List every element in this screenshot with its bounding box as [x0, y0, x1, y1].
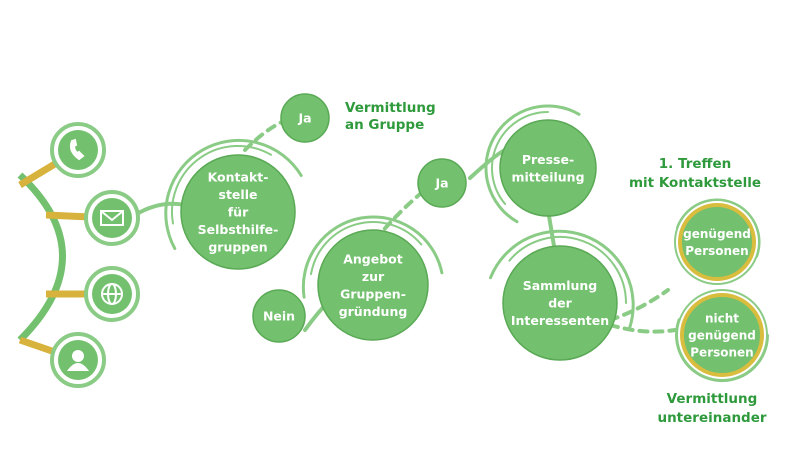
node-disc: [280, 93, 330, 143]
node-label-line: Interessenten: [511, 313, 609, 328]
node-pressemitteilung[interactable]: Presse-mitteilung: [499, 119, 597, 217]
decorative-ring: [491, 111, 549, 205]
node-ja-top[interactable]: Ja: [280, 93, 330, 143]
label-line: Vermittlung: [667, 391, 758, 407]
node-label-line: Kontakt-: [208, 170, 269, 185]
decorative-ring: [301, 215, 444, 299]
node-disc: [678, 203, 756, 281]
link-mail-kontakt: [133, 201, 187, 217]
channel-phone[interactable]: [18, 122, 106, 188]
hub-arc: [17, 172, 66, 343]
node-nein[interactable]: Nein: [252, 289, 306, 343]
person-icon: [66, 350, 90, 371]
node-ja-mid[interactable]: Ja: [417, 158, 467, 208]
decorative-ring: [508, 236, 627, 304]
decorative-ring: [164, 138, 303, 250]
node-label-line: der: [548, 296, 572, 311]
label-erstes-treffen: 1. Treffen mit Kontaktstelle: [629, 156, 761, 191]
node-disc: [252, 289, 306, 343]
decorative-ring: [489, 229, 635, 330]
node-disc: [499, 119, 597, 217]
node-disc: [680, 293, 764, 377]
channel-disc: [58, 130, 98, 170]
node-label-line: mitteilung: [511, 169, 584, 184]
decorative-ring: [310, 221, 423, 276]
decorative-ring: [170, 144, 272, 225]
node-label-line: Gruppen-: [340, 286, 406, 301]
channel-disc: [92, 198, 132, 238]
node-label-line: nicht: [705, 311, 739, 325]
node-label-line: für: [228, 205, 249, 220]
node-label-line: Personen: [685, 244, 748, 258]
link-sammlung-genuegend: [608, 288, 670, 322]
globe-icon: [101, 283, 123, 305]
node-label-line: Angebot: [343, 251, 403, 266]
label-line: an Gruppe: [345, 117, 424, 133]
node-label-line: gründung: [339, 304, 408, 319]
label-line: Vermittlung: [345, 100, 436, 116]
node-label-line: genügend: [683, 227, 751, 241]
phone-icon: [69, 138, 85, 161]
node-label-line: gruppen: [208, 240, 267, 255]
node-label-line: Presse-: [522, 152, 574, 167]
label-line: untereinander: [657, 410, 766, 426]
channel-mail[interactable]: [45, 190, 140, 246]
node-label-line: genügend: [688, 328, 756, 342]
node-label-line: zur: [362, 269, 385, 284]
node-disc: [180, 154, 296, 270]
node-disc: [317, 229, 429, 341]
node-label-line: Nein: [263, 309, 295, 324]
node-disc: [502, 245, 618, 361]
node-label-line: stelle: [219, 187, 258, 202]
label-vermittlung-untereinander: Vermittlung untereinander: [657, 391, 766, 426]
node-label-line: Personen: [690, 345, 753, 359]
channel-person[interactable]: [18, 332, 106, 388]
channel-globe[interactable]: [46, 266, 140, 322]
contact-channels: [18, 122, 140, 388]
mail-icon: [100, 210, 124, 226]
node-label-line: Sammlung: [523, 278, 598, 293]
decorative-ring: [484, 104, 581, 224]
node-disc: [417, 158, 467, 208]
node-label-line: Ja: [297, 111, 311, 126]
label-line: 1. Treffen: [659, 156, 731, 172]
link-sammlung-nicht: [608, 323, 677, 334]
label-line: mit Kontaktstelle: [629, 175, 761, 191]
node-label-line: Selbsthilfe-: [198, 222, 279, 237]
node-label-line: Ja: [434, 176, 448, 191]
